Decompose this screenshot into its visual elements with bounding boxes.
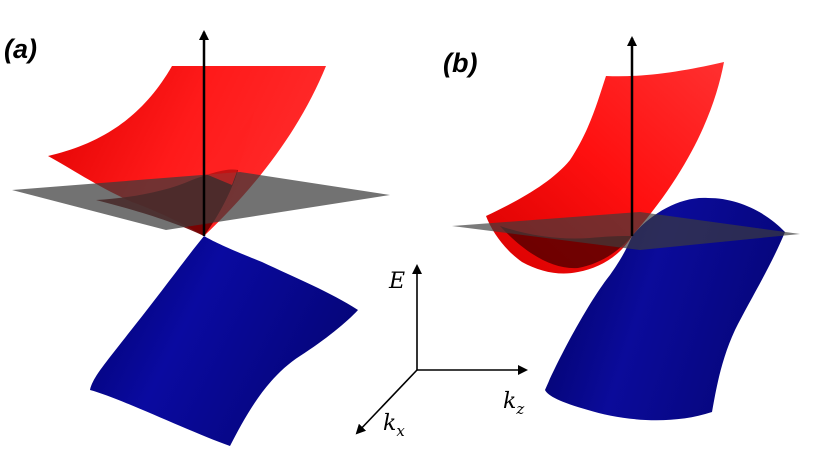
kx-axis-label: kx (383, 411, 405, 440)
energy-axis-label: E (388, 269, 405, 294)
panel-b-fermi-plane (452, 212, 800, 250)
kx-axis-arrow (355, 369, 418, 435)
panel-a: (a) (4, 30, 390, 446)
axis-triad: E kz kx (355, 264, 528, 440)
panel-b-valence-band (545, 197, 785, 421)
panel-b-label: (b) (443, 48, 477, 78)
kz-axis-label: kz (503, 389, 524, 418)
panel-a-fermi-plane (12, 172, 390, 230)
panel-b-conduction-band-shadow (500, 226, 632, 269)
panel-a-valence-band (90, 236, 358, 446)
panel-a-conduction-band-front (196, 112, 254, 185)
panel-a-label: (a) (4, 34, 37, 64)
panel-b: (b) (443, 36, 800, 421)
